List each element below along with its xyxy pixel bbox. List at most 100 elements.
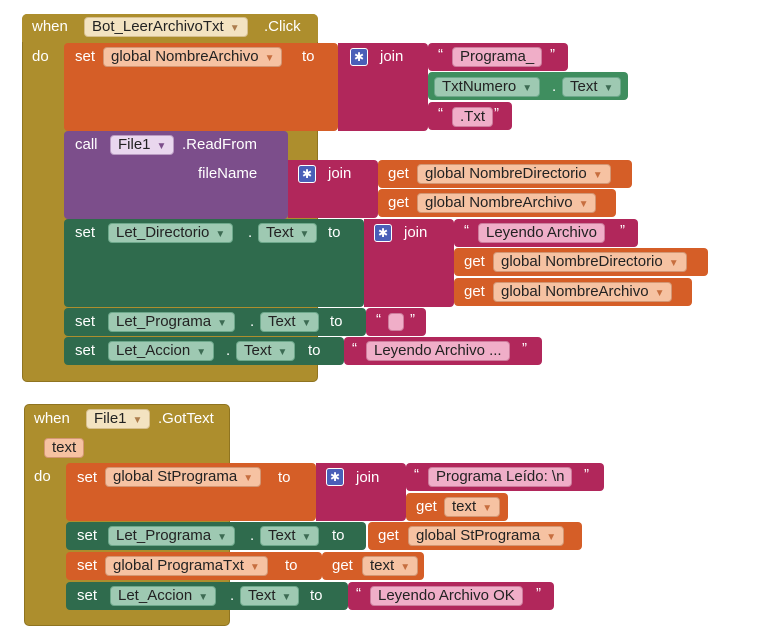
text-value[interactable]: Programa_ xyxy=(452,47,543,67)
filename-label: fileName xyxy=(198,165,258,182)
set-label: set xyxy=(77,587,98,604)
to-label: to xyxy=(285,557,298,574)
dot-label: . xyxy=(248,224,253,241)
text-value[interactable]: Leyendo Archivo xyxy=(478,223,605,243)
dropdown-arrow-icon: ▼ xyxy=(654,288,665,299)
property-dropdown[interactable]: Text▼ xyxy=(562,77,622,97)
text-value[interactable]: Leyendo Archivo OK xyxy=(370,586,523,606)
close-quote-icon: ” xyxy=(522,340,527,357)
property-dropdown[interactable]: Text▼ xyxy=(260,312,320,332)
get-label: get xyxy=(416,498,437,515)
open-quote-icon: “ xyxy=(356,585,361,602)
text-value[interactable]: .Txt xyxy=(452,107,493,127)
open-quote-icon: “ xyxy=(438,105,443,122)
set-label: set xyxy=(77,557,98,574)
variable-dropdown[interactable]: global NombreDirectorio▼ xyxy=(417,164,611,184)
join-label: join xyxy=(356,469,380,486)
dropdown-arrow-icon: ▼ xyxy=(578,199,589,210)
dropdown-arrow-icon: ▼ xyxy=(229,23,240,34)
dropdown-arrow-icon: ▼ xyxy=(281,592,292,603)
variable-dropdown[interactable]: global NombreDirectorio▼ xyxy=(493,252,687,272)
close-quote-icon: ” xyxy=(536,585,541,602)
component-dropdown[interactable]: Bot_LeerArchivoTxt▼ xyxy=(84,17,248,37)
do-label: do xyxy=(32,48,49,65)
set-label: set xyxy=(75,313,96,330)
dot-label: . xyxy=(230,587,235,604)
open-quote-icon: “ xyxy=(464,222,469,239)
get-label: get xyxy=(388,165,409,182)
dropdown-arrow-icon: ▼ xyxy=(301,318,312,329)
to-label: to xyxy=(278,469,291,486)
open-quote-icon: “ xyxy=(376,311,381,328)
dropdown-arrow-icon: ▼ xyxy=(249,562,260,573)
close-quote-icon: ” xyxy=(620,222,625,239)
variable-dropdown[interactable]: text▼ xyxy=(362,556,419,576)
variable-dropdown[interactable]: global StPrograma▼ xyxy=(408,526,565,546)
gear-icon[interactable]: ✱ xyxy=(326,468,344,486)
empty-text-value[interactable] xyxy=(388,313,404,331)
call-label: call xyxy=(75,136,98,153)
dropdown-arrow-icon: ▼ xyxy=(522,83,533,94)
join-label: join xyxy=(380,48,404,65)
event-parameter[interactable]: text xyxy=(44,438,85,458)
component-dropdown[interactable]: File1▼ xyxy=(86,409,151,429)
gear-icon[interactable]: ✱ xyxy=(298,165,316,183)
property-dropdown[interactable]: Text▼ xyxy=(240,586,300,606)
property-dropdown[interactable]: Text▼ xyxy=(236,341,296,361)
variable-dropdown[interactable]: text▼ xyxy=(444,497,501,517)
property-dropdown[interactable]: Text▼ xyxy=(260,526,320,546)
component-dropdown[interactable]: File1▼ xyxy=(110,135,175,155)
dropdown-arrow-icon: ▼ xyxy=(603,83,614,94)
dot-label: . xyxy=(250,313,255,330)
component-dropdown[interactable]: Let_Directorio▼ xyxy=(108,223,234,243)
dropdown-arrow-icon: ▼ xyxy=(546,532,557,543)
variable-dropdown[interactable]: global StPrograma▼ xyxy=(105,467,262,487)
dropdown-arrow-icon: ▼ xyxy=(198,592,209,603)
dropdown-arrow-icon: ▼ xyxy=(482,503,493,514)
gear-icon[interactable]: ✱ xyxy=(350,48,368,66)
variable-dropdown[interactable]: global NombreArchivo▼ xyxy=(103,47,283,67)
when-label: when xyxy=(32,18,68,35)
dropdown-arrow-icon: ▼ xyxy=(400,562,411,573)
close-quote-icon: ” xyxy=(550,46,555,63)
open-quote-icon: “ xyxy=(352,340,357,357)
dropdown-arrow-icon: ▼ xyxy=(301,532,312,543)
set-label: set xyxy=(75,48,96,65)
gear-icon[interactable]: ✱ xyxy=(374,224,392,242)
variable-dropdown[interactable]: global ProgramaTxt▼ xyxy=(105,556,268,576)
dot-label: . xyxy=(552,78,557,95)
dropdown-arrow-icon: ▼ xyxy=(215,229,226,240)
when-label: when xyxy=(34,410,70,427)
dot-label: . xyxy=(226,342,231,359)
variable-dropdown[interactable]: global NombreArchivo▼ xyxy=(417,193,597,213)
dropdown-arrow-icon: ▼ xyxy=(132,415,143,426)
dropdown-arrow-icon: ▼ xyxy=(217,532,227,543)
dropdown-arrow-icon: ▼ xyxy=(243,473,254,484)
text-value[interactable]: Programa Leído: \n xyxy=(428,467,573,487)
dropdown-arrow-icon: ▼ xyxy=(217,318,227,329)
component-dropdown[interactable]: Let_Accion▼ xyxy=(110,586,217,606)
get-label: get xyxy=(332,557,353,574)
component-dropdown[interactable]: TxtNumero▼ xyxy=(434,77,541,97)
property-dropdown[interactable]: Text▼ xyxy=(258,223,318,243)
set-label: set xyxy=(77,469,98,486)
dropdown-arrow-icon: ▼ xyxy=(156,141,167,152)
dropdown-arrow-icon: ▼ xyxy=(196,347,207,358)
method-name: .ReadFrom xyxy=(182,136,258,153)
event-name: .GotText xyxy=(158,410,214,427)
do-label: do xyxy=(34,468,51,485)
to-label: to xyxy=(330,313,343,330)
component-dropdown[interactable]: Let_Programa▼ xyxy=(108,312,235,332)
to-label: to xyxy=(308,342,321,359)
get-label: get xyxy=(464,283,485,300)
dropdown-arrow-icon: ▼ xyxy=(264,53,275,64)
to-label: to xyxy=(328,224,341,241)
component-dropdown[interactable]: Let_Programa▼ xyxy=(108,526,235,546)
text-value[interactable]: Leyendo Archivo ... xyxy=(366,341,510,361)
set-label: set xyxy=(77,527,98,544)
variable-dropdown[interactable]: global NombreArchivo▼ xyxy=(493,282,673,302)
component-dropdown[interactable]: Let_Accion▼ xyxy=(108,341,215,361)
call-readfrom-block[interactable] xyxy=(64,131,288,219)
dropdown-arrow-icon: ▼ xyxy=(592,170,603,181)
get-label: get xyxy=(388,194,409,211)
